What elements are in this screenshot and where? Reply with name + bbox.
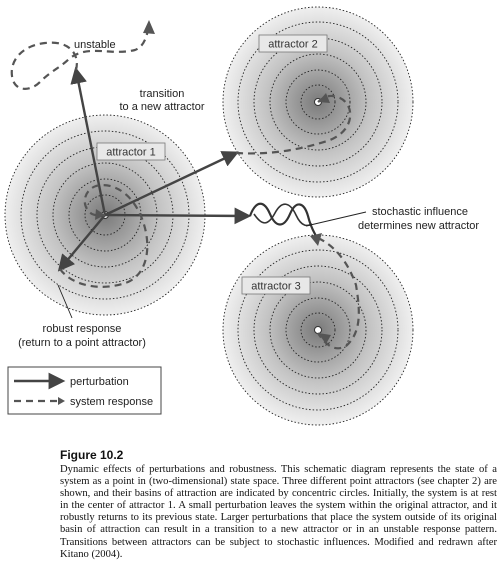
legend: perturbation system response — [7, 366, 162, 415]
perturbation-arrow-robust — [57, 214, 106, 272]
robust-label-line1: robust response — [43, 323, 122, 335]
svg-text:attractor 2: attractor 2 — [268, 39, 318, 51]
stochastic-entry-arrowhead — [310, 233, 322, 246]
unstable-label: unstable — [74, 39, 116, 51]
svg-text:attractor 1: attractor 1 — [106, 147, 156, 159]
stochastic-leader-line — [305, 211, 367, 227]
transition-label-line2: to a new attractor — [120, 101, 205, 113]
transition-arrowhead — [318, 93, 330, 103]
perturbation-arrow-unstable — [70, 66, 107, 216]
attractor-3-basin — [222, 234, 414, 426]
attractor-3-label: attractor 3 — [241, 276, 311, 295]
response-path-stochastic — [317, 237, 360, 350]
figure-caption: Figure 10.2 Dynamic effects of perturbat… — [60, 448, 497, 561]
robust-label-line2: (return to a point attractor) — [18, 337, 146, 349]
perturbation-arrow-stochastic — [104, 207, 252, 225]
robust-arrowhead — [95, 209, 105, 220]
attractor-diagram: attractor 1 attractor 2 attractor 3 unst… — [4, 6, 479, 426]
stochastic-arrowhead — [318, 333, 331, 344]
attractor-2-label: attractor 2 — [258, 34, 328, 53]
response-path-transition — [235, 94, 352, 155]
legend-response-label: system response — [70, 396, 153, 408]
stochastic-label-line1: stochastic influence — [372, 206, 468, 218]
unstable-arrowhead — [143, 20, 155, 34]
stochastic-label-line2: determines new attractor — [358, 220, 479, 232]
transition-label-line1: transition — [140, 88, 185, 100]
legend-response-arrowhead — [58, 397, 65, 405]
attractor-1-label: attractor 1 — [96, 142, 166, 161]
response-path-robust — [59, 184, 149, 288]
caption-title: Figure 10.2 — [60, 448, 124, 462]
robust-leader-line — [57, 284, 73, 319]
legend-perturbation-label: perturbation — [70, 376, 129, 388]
caption-body: Dynamic effects of perturbations and rob… — [60, 464, 497, 560]
stochastic-wave-path-2 — [253, 203, 313, 227]
svg-text:attractor 3: attractor 3 — [251, 281, 301, 293]
perturbation-arrow-transition — [104, 151, 240, 217]
response-path-unstable — [10, 29, 150, 90]
